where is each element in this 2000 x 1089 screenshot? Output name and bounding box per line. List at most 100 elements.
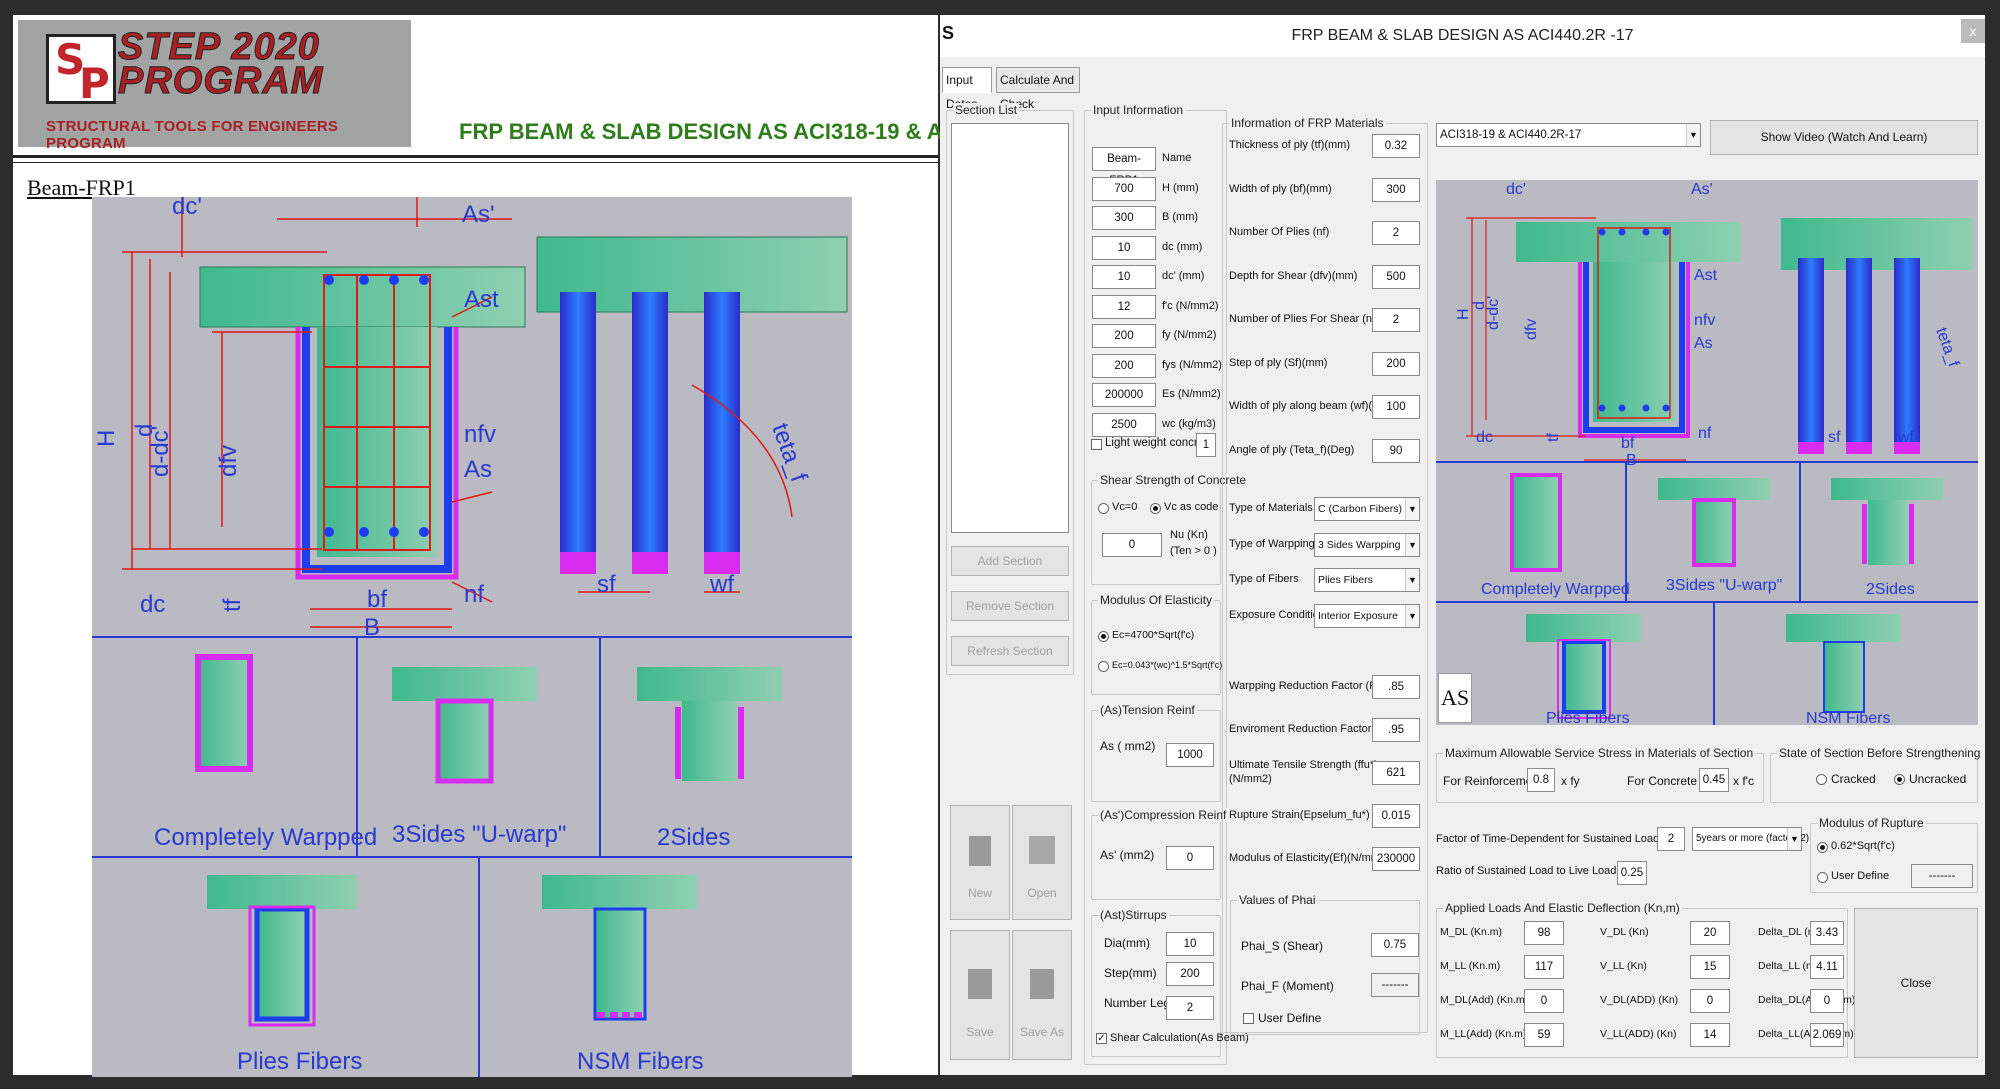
- stirrup-dia-input[interactable]: 10: [1166, 932, 1214, 956]
- input-field[interactable]: 10: [1092, 235, 1156, 260]
- new-button[interactable]: New: [950, 805, 1010, 920]
- stirrup-legs-input[interactable]: 2: [1166, 996, 1214, 1020]
- input-field[interactable]: 200000: [1092, 383, 1156, 407]
- stirrup-step-input[interactable]: 200: [1166, 962, 1214, 986]
- sustained-ratio-input[interactable]: 0.25: [1617, 861, 1647, 885]
- input-field[interactable]: 300: [1092, 206, 1156, 230]
- frp-field-input[interactable]: 0.015: [1372, 804, 1420, 828]
- preview-type-u-wrap: 3Sides "U-warp": [1666, 577, 1782, 594]
- close-window-button[interactable]: x: [1961, 19, 1985, 43]
- frp-field-input[interactable]: 300: [1372, 177, 1420, 202]
- frp-field-input[interactable]: 621: [1372, 761, 1420, 785]
- preview-type-2sides: 2Sides: [1866, 581, 1915, 598]
- preview-type-nsm: NSM Fibers: [1806, 710, 1890, 725]
- frp-field-label: Thickness of ply (tf)(mm): [1229, 139, 1351, 151]
- rupture-value-input[interactable]: -------: [1911, 864, 1973, 888]
- load-input[interactable]: 3.43: [1810, 921, 1844, 945]
- load-input[interactable]: 2.069: [1810, 1023, 1844, 1047]
- frp-select[interactable]: 3 Sides Warpping▼: [1314, 532, 1420, 557]
- close-button[interactable]: Close: [1854, 908, 1978, 1058]
- vc-zero-radio[interactable]: [1098, 503, 1109, 514]
- light-weight-value[interactable]: 1: [1196, 433, 1216, 457]
- frp-design-window: S FRP BEAM & SLAB DESIGN AS ACI440.2R -1…: [940, 15, 1985, 1075]
- load-input[interactable]: 0: [1690, 989, 1730, 1013]
- input-field[interactable]: 700: [1092, 176, 1156, 201]
- code-select[interactable]: ACI318-19 & ACI440.2R-17▼: [1436, 123, 1701, 147]
- dim-tf: tf: [219, 598, 246, 612]
- as-tension-input[interactable]: 1000: [1166, 743, 1214, 767]
- input-field[interactable]: 2500: [1092, 412, 1156, 437]
- preview-dim-tf: tf: [1545, 433, 1562, 442]
- frp-field-label: Depth for Shear (dfv)(mm): [1229, 269, 1358, 282]
- tab-calculate-check[interactable]: Calculate And Check: [996, 67, 1080, 111]
- label-ast: Ast: [464, 286, 499, 313]
- refresh-section-button[interactable]: Refresh Section: [951, 636, 1069, 666]
- save-button[interactable]: Save: [950, 930, 1010, 1060]
- shear-calc-checkbox[interactable]: ✓: [1096, 1033, 1107, 1044]
- service-stress-group: Maximum Allowable Service Stress in Mate…: [1436, 746, 1764, 803]
- input-field[interactable]: 12: [1092, 294, 1156, 319]
- preview-dim-d-dc: d-dc': [1485, 296, 1502, 330]
- cracked-radio[interactable]: [1816, 774, 1827, 785]
- frp-field-input[interactable]: 2: [1372, 308, 1420, 332]
- ec-4700-radio[interactable]: [1098, 631, 1109, 642]
- frp-field-input[interactable]: 500: [1372, 264, 1420, 289]
- type-plies-fibers: Plies Fibers: [237, 1048, 362, 1075]
- uncracked-radio[interactable]: [1894, 774, 1905, 785]
- frp-field-input[interactable]: .85: [1372, 675, 1420, 699]
- nu-input[interactable]: 0: [1102, 533, 1162, 557]
- show-video-button[interactable]: Show Video (Watch And Learn): [1710, 120, 1978, 155]
- load-input[interactable]: 20: [1690, 921, 1730, 945]
- input-field-label: dc (mm): [1162, 240, 1203, 253]
- stirrups-group: (Ast)Stirrups Dia(mm) 10 Step(mm) 200 Nu…: [1091, 908, 1249, 1057]
- load-input[interactable]: 4.11: [1810, 955, 1844, 979]
- load-input[interactable]: 15: [1690, 955, 1730, 979]
- frp-field-input[interactable]: 0.32: [1372, 134, 1420, 158]
- input-field[interactable]: Beam-FRP1: [1092, 147, 1156, 187]
- rupture-062-radio[interactable]: [1817, 842, 1828, 853]
- frp-select[interactable]: Plies Fibers▼: [1314, 568, 1420, 592]
- concrete-stress-input[interactable]: 0.45: [1699, 768, 1729, 792]
- input-field-label: wc (kg/m3): [1162, 417, 1216, 430]
- input-field[interactable]: 200: [1092, 353, 1156, 378]
- load-input[interactable]: 14: [1690, 1023, 1730, 1047]
- frp-select[interactable]: Interior Exposure▼: [1314, 603, 1420, 628]
- tab-input-datas[interactable]: Input Datas: [942, 67, 992, 111]
- load-input[interactable]: 0: [1524, 989, 1564, 1013]
- chevron-down-icon: ▼: [1405, 604, 1419, 627]
- frp-field-input[interactable]: 100: [1372, 395, 1420, 419]
- open-button[interactable]: Open: [1012, 805, 1072, 920]
- frp-field-input[interactable]: .95: [1372, 718, 1420, 742]
- load-input[interactable]: 117: [1524, 955, 1564, 979]
- frp-field-input[interactable]: 90: [1372, 438, 1420, 463]
- add-section-button[interactable]: Add Section: [951, 546, 1069, 576]
- section-list[interactable]: [951, 123, 1069, 533]
- frp-field-input[interactable]: 230000: [1372, 847, 1420, 871]
- beam-label: Beam-FRP1: [27, 175, 136, 200]
- load-input[interactable]: 59: [1524, 1023, 1564, 1047]
- load-input[interactable]: 0: [1810, 989, 1844, 1013]
- frp-field-input[interactable]: 200: [1372, 351, 1420, 376]
- frp-select[interactable]: C (Carbon Fibers)▼: [1314, 497, 1420, 521]
- window-title: FRP BEAM & SLAB DESIGN AS ACI440.2R -17: [1291, 27, 1634, 44]
- phai-user-define-checkbox[interactable]: [1243, 1013, 1254, 1024]
- time-factor-input[interactable]: 2: [1657, 827, 1685, 851]
- remove-section-button[interactable]: Remove Section: [951, 591, 1069, 621]
- rupture-user-radio[interactable]: [1817, 872, 1828, 883]
- frp-field-input[interactable]: 2: [1372, 221, 1420, 245]
- preview-dim-dfv: dfv: [1523, 319, 1540, 340]
- load-label: V_LL (Kn): [1600, 960, 1647, 972]
- light-weight-checkbox[interactable]: [1091, 439, 1102, 450]
- input-field[interactable]: 200: [1092, 324, 1156, 348]
- phai-shear-input[interactable]: 0.75: [1371, 933, 1419, 957]
- ec-wc-radio[interactable]: [1098, 661, 1109, 672]
- input-field[interactable]: 10: [1092, 265, 1156, 289]
- phai-moment-input[interactable]: -------: [1371, 973, 1419, 997]
- time-factor-select[interactable]: 5years or more (factor=2)▼: [1692, 827, 1809, 851]
- reinf-stress-input[interactable]: 0.8: [1527, 768, 1555, 792]
- save-as-button[interactable]: Save As: [1012, 930, 1072, 1060]
- load-input[interactable]: 98: [1524, 921, 1564, 945]
- vc-as-code-radio[interactable]: [1150, 503, 1161, 514]
- tension-reinf-group: (As)Tension Reinf As ( mm2) 1000: [1091, 703, 1221, 802]
- as-compression-input[interactable]: 0: [1166, 846, 1214, 870]
